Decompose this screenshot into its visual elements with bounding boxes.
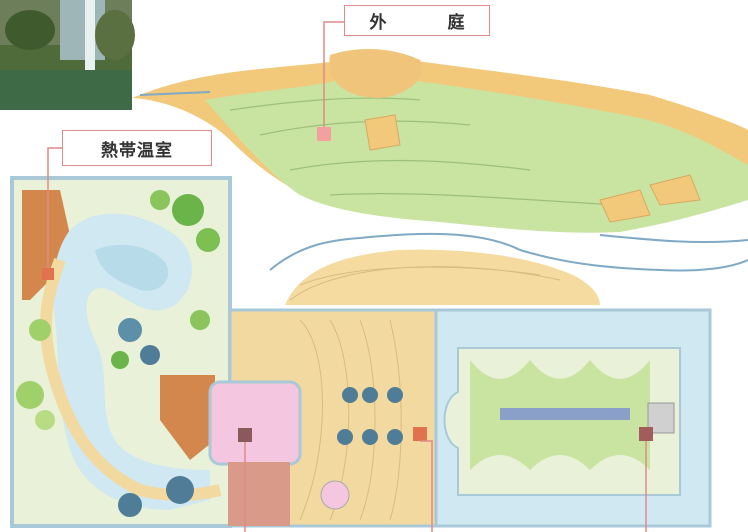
central-lawn: [285, 249, 600, 305]
tropical-greenhouse: [10, 176, 232, 528]
tropical-greenhouse-label: 熱帯温室: [62, 130, 212, 166]
greenhouse-marker: [42, 268, 54, 280]
courtyard-marker: [413, 427, 427, 441]
east-courtyard: [434, 308, 712, 528]
pavilion-marker: [238, 428, 252, 442]
leader-lines: [47, 21, 647, 532]
outer-garden: [132, 48, 748, 272]
location-markers: [42, 127, 653, 442]
outer-garden-marker: [317, 127, 331, 141]
outer-garden-label: 外 庭: [344, 5, 490, 36]
central-terrace: [208, 308, 438, 528]
waterfall-photo: [0, 0, 135, 110]
east-garden-marker: [639, 427, 653, 441]
